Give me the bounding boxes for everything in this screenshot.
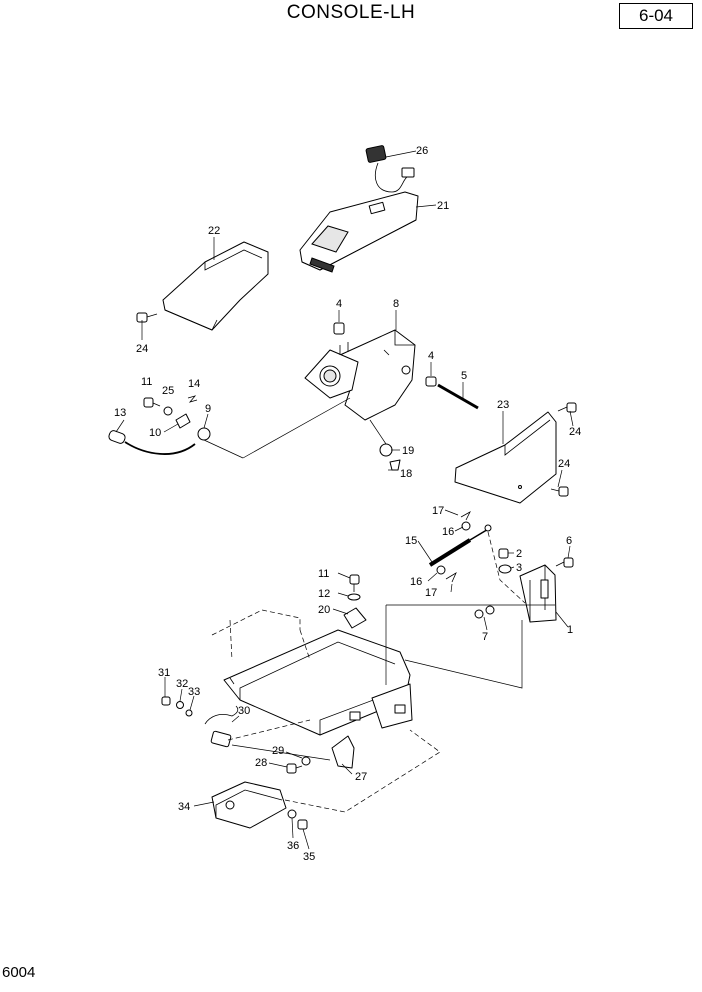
callout-7: 7 — [482, 631, 488, 643]
callout-labels: 26 21 22 24 4 8 4 5 11 25 14 13 9 10 23 … — [114, 145, 581, 863]
part-21-console-cover — [299, 191, 419, 273]
callout-28: 28 — [255, 757, 267, 769]
callout-25: 25 — [162, 385, 174, 397]
callout-24-c: 24 — [558, 458, 570, 470]
part-24-bolt — [136, 312, 158, 323]
callout-33: 33 — [188, 686, 200, 698]
callout-8: 8 — [393, 298, 399, 310]
callout-26: 26 — [416, 145, 428, 157]
callout-3: 3 — [516, 562, 522, 574]
part-11-25-14-10-fasteners — [143, 395, 198, 429]
callout-4-a: 4 — [336, 298, 342, 310]
part-22-side-cover-left — [162, 241, 269, 331]
diagram-code: 6004 — [2, 964, 36, 981]
part-8-console-box — [304, 329, 416, 421]
callout-21: 21 — [437, 200, 449, 212]
callout-1: 1 — [567, 624, 573, 636]
callout-22: 22 — [208, 225, 220, 237]
callout-29: 29 — [272, 745, 284, 757]
callout-17-b: 17 — [425, 587, 437, 599]
part-11-12-20-bracket — [343, 574, 367, 629]
callout-19: 19 — [402, 445, 414, 457]
part-4-spacer — [333, 322, 345, 335]
part-35-36-fasteners — [287, 809, 308, 830]
callout-30: 30 — [238, 705, 250, 717]
callout-36: 36 — [287, 840, 299, 852]
part-13-9-cable — [108, 397, 351, 459]
callout-16-a: 16 — [442, 526, 454, 538]
part-34-armrest-block — [211, 729, 441, 829]
callout-13: 13 — [114, 407, 126, 419]
callout-17-a: 17 — [432, 505, 444, 517]
callout-6: 6 — [566, 535, 572, 547]
part-4-5-shaft — [425, 376, 479, 410]
callout-15: 15 — [405, 535, 417, 547]
part-27-28-29-fasteners — [286, 735, 355, 774]
base-frame — [211, 604, 555, 736]
part-24-bolts-right — [550, 402, 577, 497]
callout-11-b: 11 — [318, 568, 329, 580]
callout-18: 18 — [400, 468, 412, 480]
callout-24-b: 24 — [569, 426, 581, 438]
callout-32: 32 — [176, 678, 188, 690]
part-7-nuts — [474, 605, 495, 619]
callout-24-a: 24 — [136, 343, 148, 355]
callout-2: 2 — [516, 548, 522, 560]
callout-12: 12 — [318, 588, 330, 600]
page-number-box: 6-04 — [619, 3, 693, 29]
part-26-switch — [365, 145, 415, 193]
callout-11-a: 11 — [141, 376, 152, 388]
part-15-16-17-gas-spring — [428, 511, 526, 604]
callout-16-b: 16 — [410, 576, 422, 588]
callout-9: 9 — [205, 403, 211, 415]
callout-31: 31 — [158, 667, 170, 679]
callout-27: 27 — [355, 771, 367, 783]
callout-10: 10 — [149, 427, 161, 439]
leader-lines — [115, 150, 574, 850]
callout-14: 14 — [188, 378, 200, 390]
callout-23: 23 — [497, 399, 509, 411]
callout-35: 35 — [303, 851, 315, 863]
part-1-2-3-6-bracket — [498, 548, 574, 623]
part-30-33-switch-assembly — [161, 696, 331, 761]
part-23-side-cover-right — [454, 411, 557, 504]
part-19-18-knob — [369, 419, 401, 471]
callout-4-b: 4 — [428, 350, 434, 362]
callout-20: 20 — [318, 604, 330, 616]
callout-5: 5 — [461, 370, 467, 382]
page-title: CONSOLE-LH — [286, 2, 416, 23]
callout-34: 34 — [178, 801, 190, 813]
